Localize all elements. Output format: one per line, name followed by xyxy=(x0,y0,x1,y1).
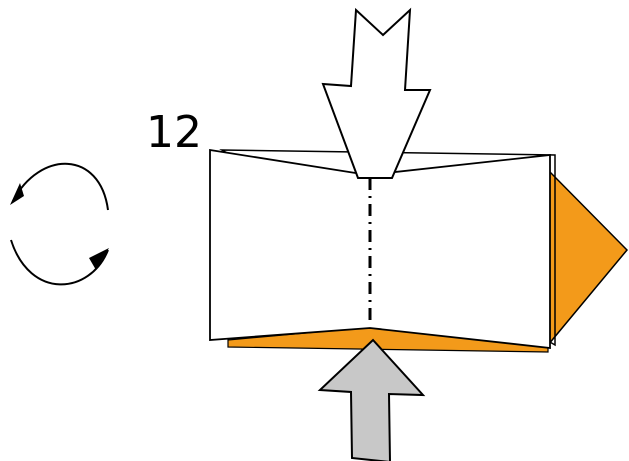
turn-over-arrowhead-top xyxy=(10,183,24,205)
push-up-arrow-icon xyxy=(317,338,426,461)
turn-over-arrowhead-bottom xyxy=(89,248,109,270)
turn-over-icon xyxy=(10,162,109,286)
push-arrow-icon xyxy=(321,7,432,179)
orange-flap-right xyxy=(547,168,629,348)
step-number: 12 xyxy=(146,107,202,158)
folded-paper-front xyxy=(209,148,551,350)
